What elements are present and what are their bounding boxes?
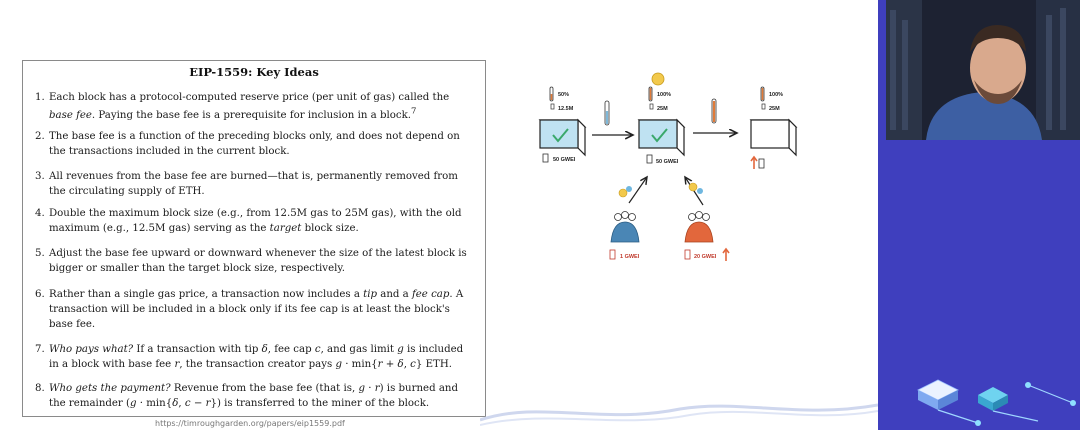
user-2-fuel-icon [684,249,691,260]
point-text: Adjust the base fee upward or downward w… [49,248,467,274]
block-3-percent: 100% [769,92,783,98]
arrow-users-1 [628,177,647,204]
user-group-orange-icon [684,211,714,243]
block-3-gas: 25M [769,106,780,112]
block-2-percent: 100% [657,92,671,98]
point-text: Each block has a protocol-computed reser… [49,92,450,122]
block-2-fuel-icon [646,154,653,164]
slide: EIP-1559: Key Ideas 1.Each block has a p… [22,60,878,428]
block-2-fee: 50 GWEI [656,159,679,165]
block-1-fuel-icon [542,153,549,163]
key-ideas-box: EIP-1559: Key Ideas 1.Each block has a p… [22,60,486,417]
webcam-video [886,0,1080,140]
block-1-thermometer-icon [549,86,554,102]
user-group-blue-icon [610,211,640,243]
decorative-wave [480,403,878,426]
point-3: 3.All revenues from the base fee are bur… [35,171,458,197]
source-url[interactable]: https://timroughgarden.org/papers/eip155… [155,419,345,428]
block-2-thermometer-icon [648,86,653,102]
eip1559-diagram: 50% 12.5M 50 GWEI 100% 25M [538,72,798,261]
webcam-panel [878,0,1080,430]
block-1-fee: 50 GWEI [553,157,576,163]
fee-up-arrow-icon [722,247,730,261]
point-text: Who gets the payment? Revenue from the b… [49,383,458,409]
user-1-fee: 1 GWEI [620,254,640,260]
thermometer-hot-icon [711,98,717,124]
block-1-cube [538,118,587,157]
presenter-avatar [886,0,1080,140]
point-6: 6.Rather than a single gas price, a tran… [35,289,464,330]
point-5: 5.Adjust the base fee upward or downward… [35,248,467,274]
user-1-fuel-icon [609,249,616,260]
block-3-thermometer-icon [760,86,765,102]
block-2-cube [637,118,686,157]
thermometer-icon [604,100,610,126]
point-8: 8.Who gets the payment? Revenue from the… [35,383,458,409]
point-4: 4.Double the maximum block size (e.g., f… [35,208,462,234]
block-3-gas-icon [761,103,766,110]
block-3-cube [749,118,798,157]
point-text: Who pays what? If a transaction with tip… [49,344,464,370]
block-2-gas-icon [649,103,654,110]
point-2: 2.The base fee is a function of the prec… [35,131,460,157]
point-7: 7.Who pays what? If a transaction with t… [35,344,464,370]
point-text: Rather than a single gas price, a transa… [49,289,464,330]
up-arrow-icon [750,155,758,169]
block-1-percent: 50% [558,92,569,98]
block-3-fuel-icon [758,158,765,169]
tx-coin-icon [618,186,632,198]
point-text: Double the maximum block size (e.g., fro… [49,208,462,234]
key-ideas-title: EIP-1559: Key Ideas [189,65,319,79]
point-1: 1.Each block has a protocol-computed res… [35,92,450,122]
point-text: The base fee is a function of the preced… [49,131,460,157]
tx-coin-icon-2 [688,182,703,194]
user-2-fee: 20 GWEI [694,254,717,260]
block-1-gas: 12.5M [558,106,574,112]
block-2-gas: 25M [657,106,668,112]
coin-icon [651,72,665,86]
block-1-gas-icon [550,103,555,110]
point-text: All revenues from the base fee are burne… [49,171,458,197]
decorative-isometric-graphic [917,379,1076,426]
